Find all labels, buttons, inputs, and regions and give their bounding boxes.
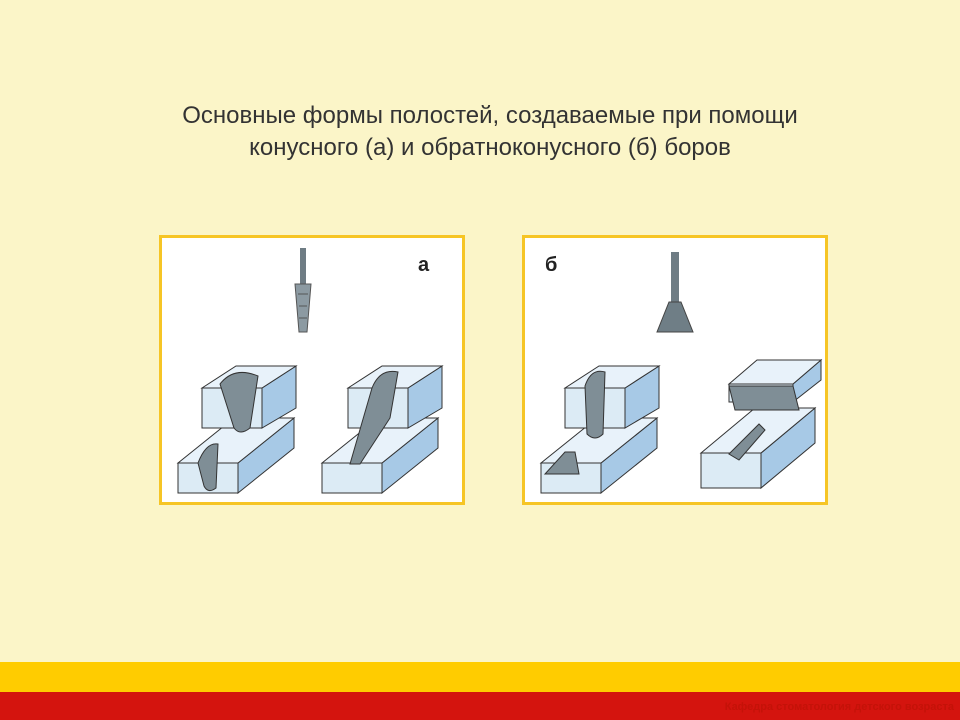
footer-stripe-red: Кафедра стоматология детского возраста [0, 692, 960, 720]
cavity-block-4 [699, 358, 823, 490]
cavity-block-2 [320, 365, 444, 495]
footer-stripe-yellow [0, 662, 960, 692]
title-line-2: конусного (а) и обратноконусного (б) бор… [249, 134, 731, 161]
slide-title: Основные формы полостей, создаваемые при… [0, 100, 960, 164]
inverted-cone-bur-illustration [539, 252, 823, 495]
cavity-block-1 [176, 365, 298, 495]
footer-department-text: Кафедра стоматология детского возраста [724, 701, 954, 713]
conical-bur-illustration [176, 248, 444, 495]
panel-label-a: а [418, 254, 430, 276]
conical-bur-icon [294, 248, 312, 333]
title-line-1: Основные формы полостей, создаваемые при… [182, 102, 798, 129]
panel-conical-bur: а [159, 235, 465, 505]
panel-inverted-cone-bur: б [522, 235, 828, 505]
inverted-cone-bur-icon [656, 252, 694, 333]
panel-label-b: б [545, 254, 558, 276]
cavity-block-3 [539, 365, 661, 495]
